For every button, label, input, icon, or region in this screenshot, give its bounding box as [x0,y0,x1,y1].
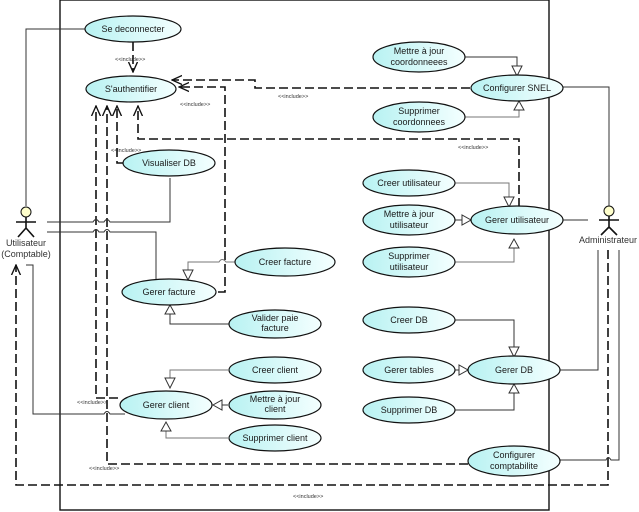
include-label: <<include>> [293,494,323,500]
actor-body [599,216,619,236]
use-case-label: Gerer tables [384,365,434,375]
include-line-admin-utilisateur [16,250,609,486]
use-case-label: utilisateur [390,262,429,272]
assoc-utilisateur-visualiser [47,178,171,223]
use-case-label: Creer DB [390,315,428,325]
use-case-supprimer-client[interactable]: Supprimer client [228,424,322,452]
use-case-visualiser-db[interactable]: Visualiser DB [122,149,216,177]
use-case-configurer-snel[interactable]: Configurer SNEL [470,74,564,102]
assoc-utilisateur-facture [47,229,157,280]
use-case-label: Gerer client [143,400,190,410]
use-case-label: Visualiser DB [142,158,196,168]
actor-label: Administrateur [579,235,637,245]
actor-label: Utilisateur [6,238,46,248]
use-case-label: Valider paie [252,313,299,323]
assoc-utilisateur-deconnecter [25,28,85,206]
use-case-label: Supprimer [398,106,440,116]
include-label: <<include>> [278,94,308,100]
use-case-se-deconnecter[interactable]: Se deconnecter [84,15,182,43]
actor-head [603,205,615,217]
extend-relationships [160,56,525,439]
use-case-label: Supprimer [388,251,430,261]
association-relationships [25,28,620,461]
use-case-label: Creer utilisateur [377,178,441,188]
use-case-creer-db[interactable]: Creer DB [362,306,456,334]
assoc-admin-db [560,250,599,371]
use-case-mettre-a-jour-utilisateur[interactable]: Mettre à jour utilisateur [362,204,456,236]
use-case-supprimer-utilisateur[interactable]: Supprimer utilisateur [362,246,456,278]
use-case-label: Mettre à jour [394,46,445,56]
use-case-label: Supprimer client [242,433,308,443]
use-case-s-authentifier[interactable]: S'authentifier [85,75,177,103]
use-case-label: Configurer [493,450,535,460]
use-case-label: Configurer SNEL [483,83,551,93]
use-case-label: Creer facture [259,257,312,267]
use-case-label: Mettre à jour [384,209,435,219]
include-labels: <<include>> <<include>> <<include>> <<in… [77,57,488,500]
include-line-snel [172,80,470,89]
use-case-label: client [264,404,286,414]
use-case-label: comptabilite [490,461,538,471]
use-case-gerer-facture[interactable]: Gerer facture [121,278,217,306]
use-case-label: Gerer utilisateur [485,215,549,225]
actor-label: (Comptable) [1,249,51,259]
use-case-label: Gerer facture [142,287,195,297]
use-case-gerer-client[interactable]: Gerer client [119,390,213,420]
use-case-creer-utilisateur[interactable]: Creer utilisateur [362,169,456,197]
actor-head [20,206,32,218]
use-case-label: Supprimer DB [381,405,438,415]
use-case-gerer-db[interactable]: Gerer DB [467,355,561,385]
system-boundary [59,0,550,511]
include-line-gerer-client [96,106,118,399]
use-case-mettre-a-jour-coordonnees[interactable]: Mettre à jour coordonneees [372,41,466,73]
use-case-valider-paie-facture[interactable]: Valider paie facture [228,309,322,339]
use-case-label: Gerer DB [495,365,533,375]
include-label: <<include>> [77,400,107,406]
use-case-label: Creer client [252,365,299,375]
use-case-label: coordonneees [390,57,448,67]
include-line-comptabilite [107,106,468,465]
use-case-label: Se deconnecter [101,24,164,34]
use-case-label: Mettre à jour [250,394,301,404]
assoc-admin-comptabilite [560,250,620,461]
use-case-gerer-utilisateur[interactable]: Gerer utilisateur [470,205,564,235]
use-case-label: S'authentifier [105,84,157,94]
include-label: <<include>> [111,148,141,154]
use-case-supprimer-coordonnees[interactable]: Supprimer coordonnees [372,101,466,133]
include-line-visualiser [117,106,124,164]
actor-administrateur[interactable]: Administrateur [579,205,637,245]
include-label: <<include>> [89,466,119,472]
use-case-gerer-tables[interactable]: Gerer tables [362,356,456,384]
include-label: <<include>> [115,57,145,63]
use-case-creer-facture[interactable]: Creer facture [234,247,336,277]
actor-body [16,217,36,238]
include-label: <<include>> [458,145,488,151]
use-case-mettre-a-jour-client[interactable]: Mettre à jour client [228,390,322,420]
assoc-admin-snel [563,86,610,206]
assoc-utilisateur-client [26,264,125,415]
use-case-label: facture [261,323,289,333]
use-case-label: utilisateur [390,220,429,230]
use-case-label: coordonnees [393,117,446,127]
include-label: <<include>> [180,102,210,108]
include-relationships [16,42,609,486]
use-case-supprimer-db[interactable]: Supprimer DB [362,396,456,424]
include-line-gerer-utilisateur [138,106,520,207]
use-case-configurer-comptabilite[interactable]: Configurer comptabilite [467,445,561,477]
include-line-gerer-facture [179,87,226,293]
actor-utilisateur[interactable]: Utilisateur (Comptable) [1,206,51,259]
use-case-creer-client[interactable]: Creer client [228,356,322,384]
